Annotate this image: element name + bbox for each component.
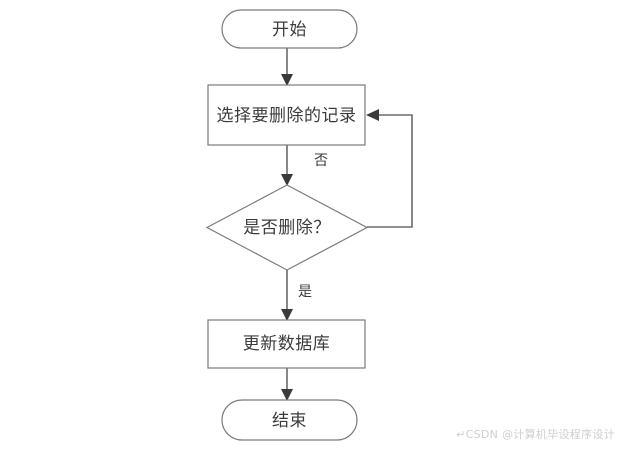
connector-select-to-decision <box>281 145 293 186</box>
watermark: ↵CSDN @计算机毕设程序设计 <box>456 428 615 441</box>
node-select-record-label: 选择要删除的记录 <box>217 106 357 126</box>
node-start[interactable]: 开始 <box>221 9 358 49</box>
node-decision-delete[interactable]: 是否删除？ <box>205 184 369 271</box>
node-start-label: 开始 <box>272 20 307 40</box>
node-update-database[interactable]: 更新数据库 <box>207 319 366 369</box>
node-end[interactable]: 结束 <box>221 399 358 441</box>
node-update-database-label: 更新数据库 <box>243 334 331 354</box>
branch-label-no: 否 <box>314 153 328 169</box>
arrow-head-icon <box>281 174 293 186</box>
arrow-head-icon <box>281 389 293 401</box>
arrow-head-icon <box>366 109 379 121</box>
connector-start-to-select <box>281 48 293 86</box>
node-select-record[interactable]: 选择要删除的记录 <box>207 84 366 146</box>
connector-update-to-end <box>281 368 293 401</box>
branch-label-yes: 是 <box>298 284 312 300</box>
arrow-head-icon <box>281 309 293 321</box>
connector-decision-loop-to-select <box>366 109 413 228</box>
connector-decision-to-update <box>281 270 293 321</box>
node-end-label: 结束 <box>272 411 307 431</box>
arrow-head-icon <box>281 74 293 86</box>
node-decision-delete-label: 是否删除？ <box>243 218 331 238</box>
